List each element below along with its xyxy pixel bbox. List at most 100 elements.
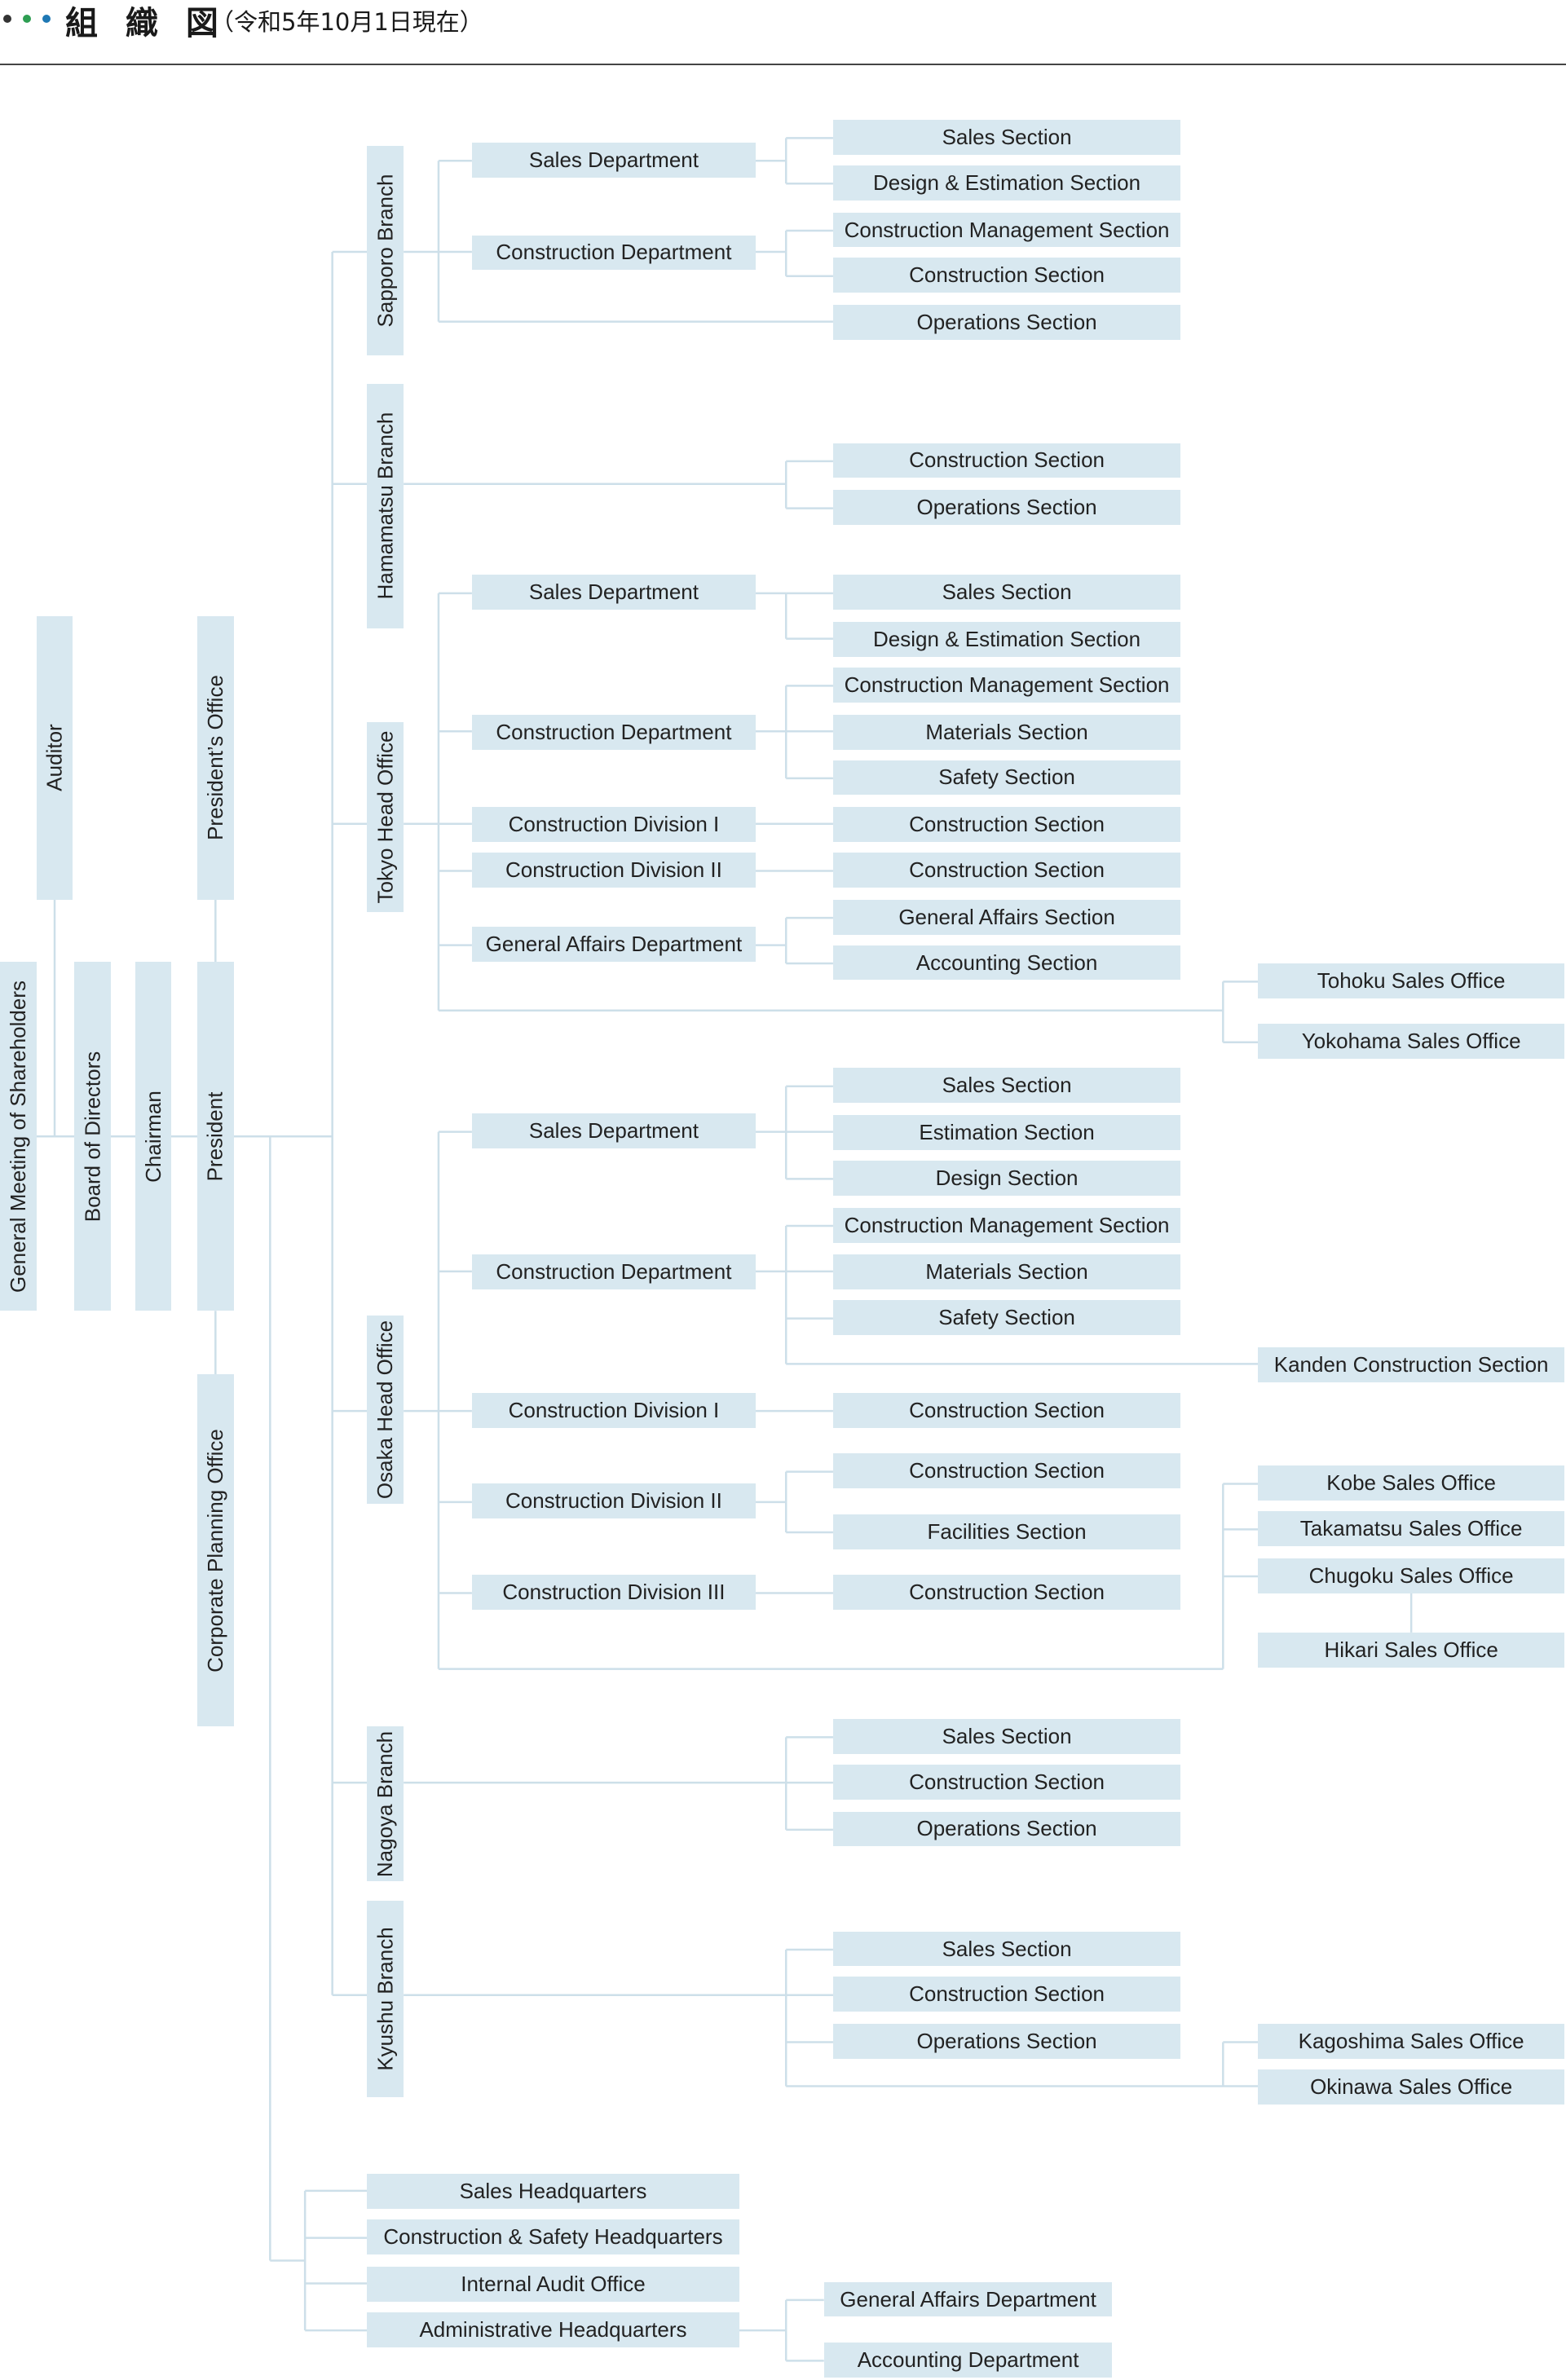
tokyo-sales-section: Sales Section [832,575,1181,610]
osaka-facilities: Facilities Section [832,1514,1181,1549]
osaka-kobe: Kobe Sales Office [1258,1465,1565,1501]
internal-audit-office-label: Internal Audit Office [461,2271,646,2296]
sapporo-sales-section-label: Sales Section [942,124,1072,149]
page-date-note: （令和5年10月1日現在） [210,8,483,36]
kyushu-operations-label: Operations Section [916,2029,1097,2054]
osaka-design-label: Design Section [935,1165,1079,1190]
hamamatsu-operations: Operations Section [832,490,1181,526]
president-box-label: President [202,1091,227,1182]
osaka-hikari: Hikari Sales Office [1258,1632,1565,1668]
branch-hamamatsu: Hamamatsu Branch [367,383,404,628]
branch-tokyo: Tokyo Head Office [367,722,404,912]
tokyo-accounting-label: Accounting Section [915,950,1098,975]
tokyo-sales-dept: Sales Department [471,575,756,610]
osaka-div3-section-label: Construction Section [909,1580,1105,1605]
osaka-design: Design Section [832,1160,1181,1196]
osaka-safety-label: Safety Section [938,1305,1075,1330]
osaka-kanden: Kanden Construction Section [1258,1346,1565,1382]
osaka-chugoku-label: Chugoku Sales Office [1308,1562,1514,1588]
kyushu-okinawa-label: Okinawa Sales Office [1310,2074,1513,2099]
sales-hq-label: Sales Headquarters [459,2179,647,2204]
sapporo-construction-section-label: Construction Section [909,262,1105,288]
tokyo-yokohama: Yokohama Sales Office [1258,1024,1565,1060]
osaka-construction-dept: Construction Department [471,1254,756,1290]
branch-kyushu-label: Kyushu Branch [373,1927,398,2071]
sapporo-design-estimation: Design & Estimation Section [832,165,1181,201]
hamamatsu-construction-section-label: Construction Section [909,447,1105,473]
osaka-div3-label: Construction Division III [502,1580,726,1605]
sapporo-design-estimation-label: Design & Estimation Section [873,170,1141,195]
osaka-kobe-label: Kobe Sales Office [1326,1470,1496,1496]
presidents-office-box: President’s Office [196,615,234,900]
tokyo-sales-dept-label: Sales Department [528,580,699,605]
admin-ga-dept-label: General Affairs Department [840,2286,1096,2312]
dot-icon [42,15,51,23]
branch-hamamatsu-label: Hamamatsu Branch [373,412,398,600]
tokyo-div1-label: Construction Division I [508,812,720,837]
nagoya-operations-label: Operations Section [916,1816,1097,1841]
branch-osaka: Osaka Head Office [367,1315,404,1504]
tokyo-tohoku: Tohoku Sales Office [1258,963,1565,998]
tokyo-construction-dept: Construction Department [471,714,756,750]
sapporo-operations-label: Operations Section [916,310,1097,335]
kyushu-construction-section: Construction Section [832,1977,1181,2012]
tokyo-div2: Construction Division II [471,853,756,888]
shareholders-box: General Meeting of Shareholders [0,962,37,1311]
sapporo-operations: Operations Section [832,305,1181,340]
tokyo-ga-section: General Affairs Section [832,899,1181,935]
tokyo-safety: Safety Section [832,760,1181,796]
osaka-facilities-label: Facilities Section [927,1518,1087,1544]
page-title: 組 織 図 [65,5,227,42]
osaka-div2-section-label: Construction Section [909,1458,1105,1483]
sapporo-sales-section: Sales Section [832,120,1181,155]
branch-tokyo-label: Tokyo Head Office [373,730,398,904]
sales-hq: Sales Headquarters [367,2174,739,2210]
nagoya-construction-section: Construction Section [832,1764,1181,1800]
osaka-div2-label: Construction Division II [505,1488,722,1514]
tokyo-tohoku-label: Tohoku Sales Office [1317,967,1506,993]
kyushu-kagoshima-label: Kagoshima Sales Office [1298,2029,1524,2054]
osaka-construction-mgmt-label: Construction Management Section [844,1212,1170,1237]
sapporo-construction-dept: Construction Department [471,235,756,271]
dot-icon [3,15,11,23]
chairman-box: Chairman [135,962,172,1311]
sapporo-construction-dept-label: Construction Department [496,240,732,265]
nagoya-sales-section-label: Sales Section [942,1723,1072,1748]
osaka-sales-section-label: Sales Section [942,1073,1072,1098]
osaka-div1-label: Construction Division I [508,1397,720,1422]
tokyo-design-estimation: Design & Estimation Section [832,622,1181,657]
osaka-takamatsu: Takamatsu Sales Office [1258,1510,1565,1546]
osaka-div1: Construction Division I [471,1392,756,1428]
osaka-sales-section: Sales Section [832,1068,1181,1104]
branch-kyushu: Kyushu Branch [367,1901,404,2097]
board-box-label: Board of Directors [80,1051,105,1222]
osaka-materials: Materials Section [832,1254,1181,1290]
branch-sapporo-label: Sapporo Branch [373,174,398,328]
tokyo-div2-label: Construction Division II [505,857,722,883]
osaka-takamatsu-label: Takamatsu Sales Office [1299,1515,1523,1540]
branch-sapporo: Sapporo Branch [367,145,404,355]
osaka-div2-section: Construction Section [832,1453,1181,1489]
tokyo-safety-label: Safety Section [938,765,1075,790]
tokyo-design-estimation-label: Design & Estimation Section [873,627,1141,652]
tokyo-materials-label: Materials Section [925,719,1088,744]
page-header: 組 織 図 （令和5年10月1日現在） [0,0,1566,65]
osaka-safety: Safety Section [832,1300,1181,1336]
construction-safety-hq: Construction & Safety Headquarters [367,2219,739,2255]
sapporo-sales-dept-label: Sales Department [528,147,699,172]
nagoya-construction-section-label: Construction Section [909,1769,1105,1794]
chairman-box-label: Chairman [140,1090,165,1183]
internal-audit-office: Internal Audit Office [367,2266,739,2302]
tokyo-div1-section-label: Construction Section [909,812,1105,837]
kyushu-kagoshima: Kagoshima Sales Office [1258,2024,1565,2059]
osaka-construction-mgmt: Construction Management Section [832,1207,1181,1243]
tokyo-div2-section: Construction Section [832,853,1181,888]
tokyo-div1: Construction Division I [471,807,756,843]
tokyo-construction-dept-label: Construction Department [496,719,732,744]
tokyo-ga-dept: General Affairs Department [471,927,756,963]
sapporo-construction-mgmt: Construction Management Section [832,212,1181,248]
auditor-box: Auditor [36,615,73,900]
tokyo-div1-section: Construction Section [832,807,1181,843]
presidents-office-box-label: President’s Office [202,675,227,841]
